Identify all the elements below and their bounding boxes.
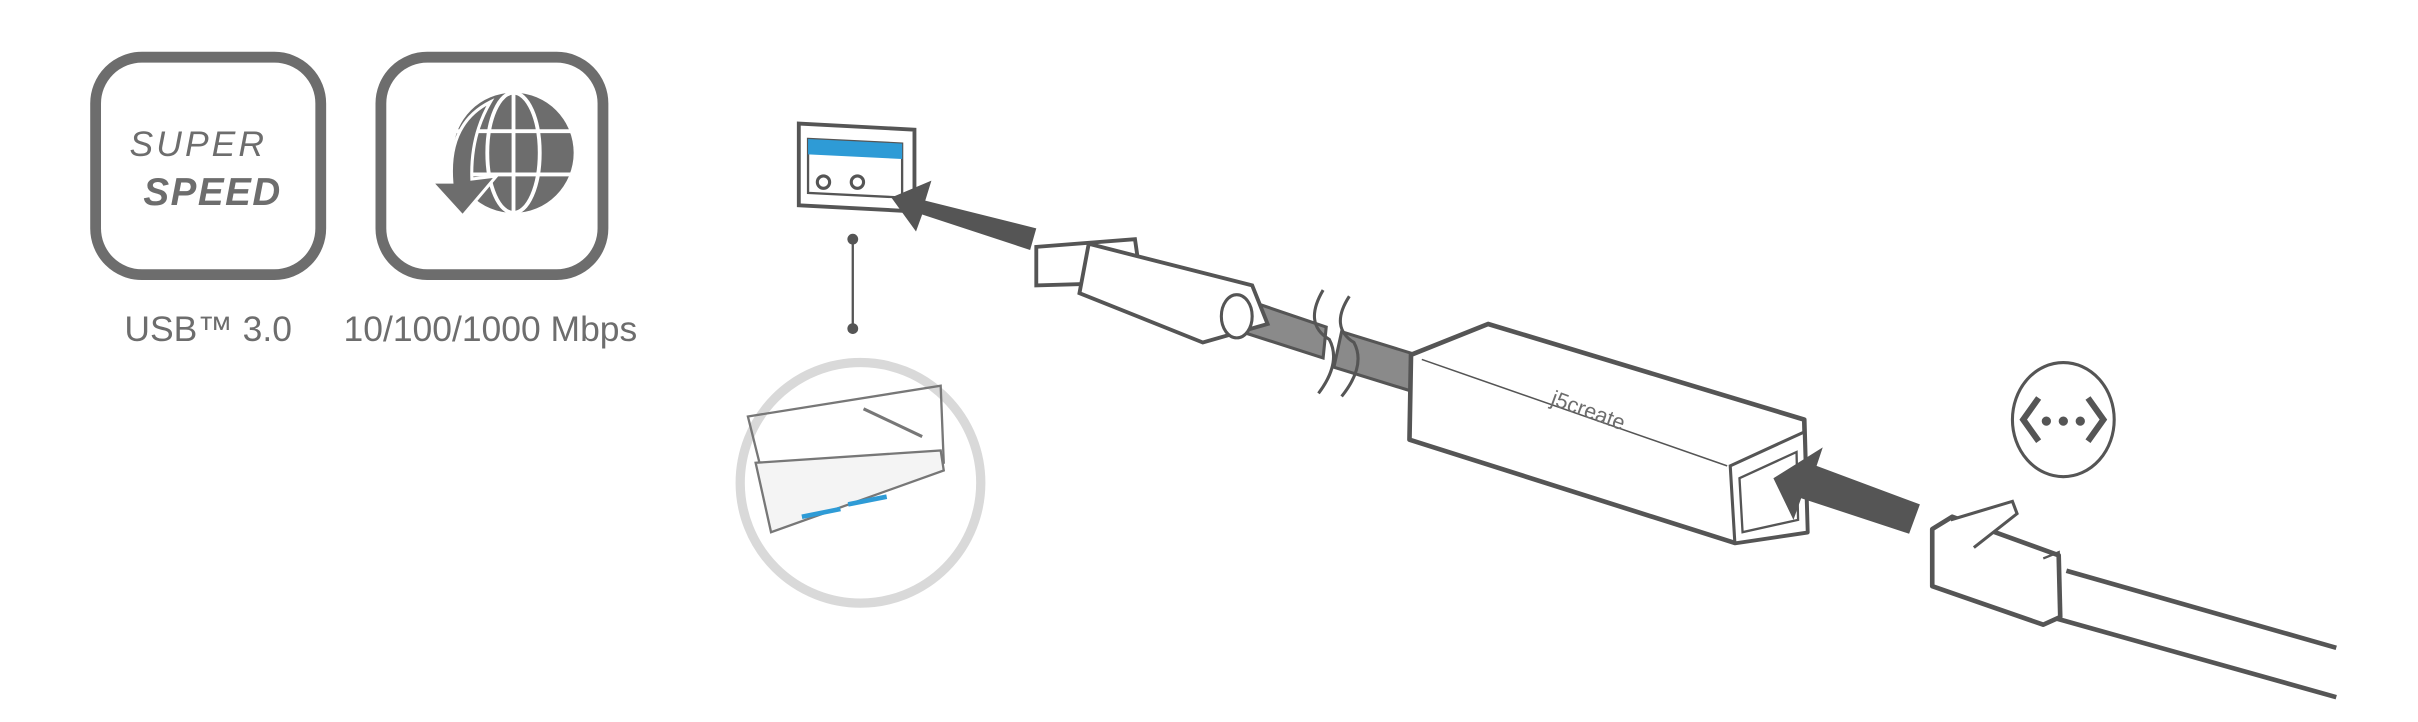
superspeed-usb-icon: SUPER SPEED [90,51,327,281]
insert-arrow-usb [891,180,1037,250]
ethernet-adapter: j5create [1407,321,1810,546]
usb-plug [1034,237,1271,345]
globe-download-icon [375,51,609,281]
icon-text-super: SUPER [130,124,268,164]
callout-line [847,233,859,335]
icon-text-speed: SPEED [143,171,281,214]
rj45-plug [1929,499,2337,700]
ethernet-icon [2010,361,2116,479]
usb-version-label: USB™ 3.0 [124,309,292,349]
speed-label: 10/100/1000 Mbps [344,309,638,349]
usb-port-illustration [796,121,917,214]
laptop-inset [735,357,986,608]
insert-arrow-ethernet [1773,447,1920,534]
